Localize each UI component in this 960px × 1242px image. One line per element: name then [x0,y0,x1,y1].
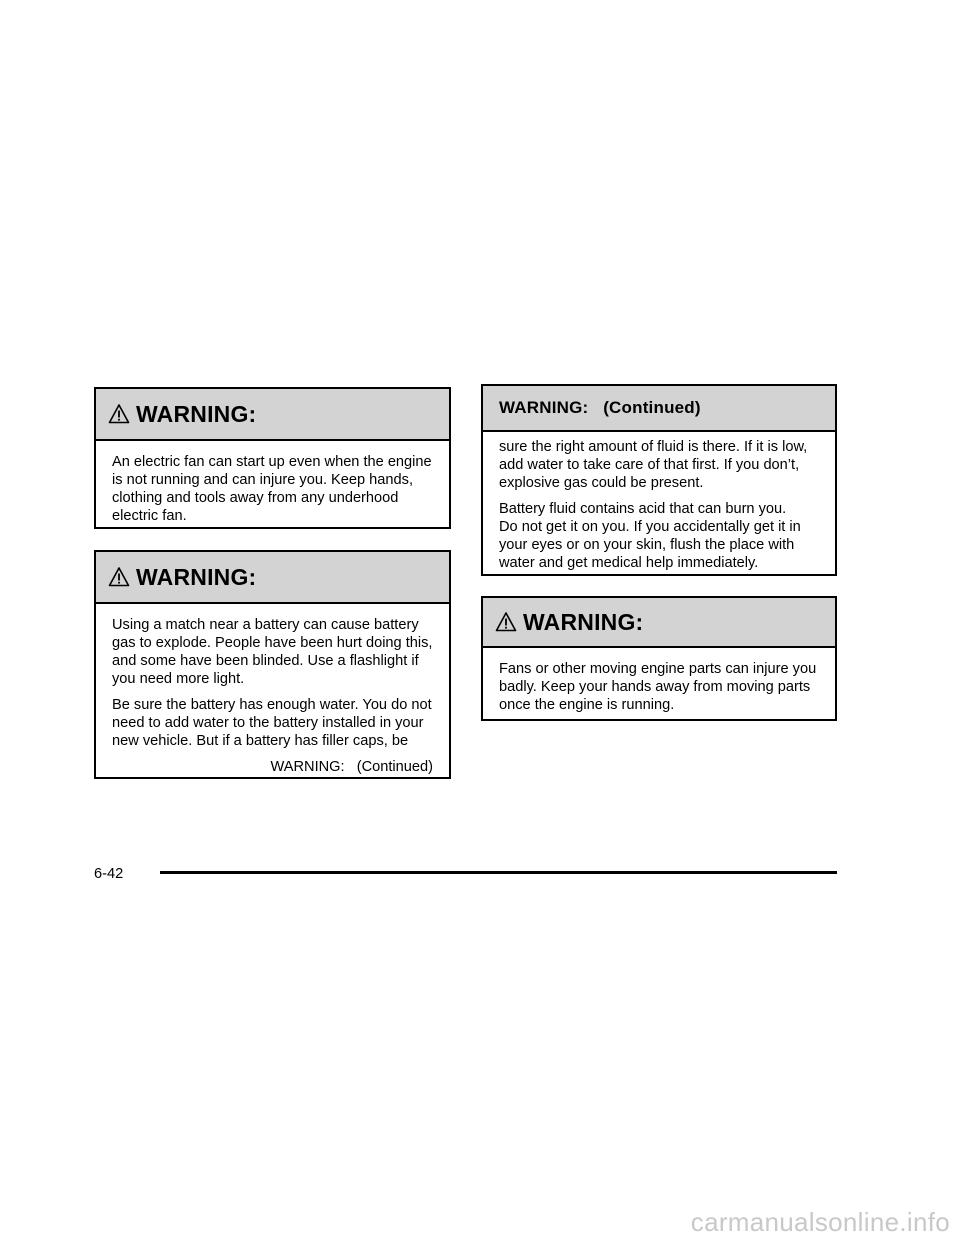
warning-triangle-icon [495,612,517,632]
site-watermark: carmanualsonline.info [690,1207,950,1237]
footer-rule [160,871,837,874]
text-line: your eyes or on your skin, flush the pla… [499,537,795,553]
text-line: is not running and can injure you. Keep … [112,472,414,488]
warning-text: Using a match near a battery can cause b… [96,604,449,786]
text-line: explosive gas could be present. [499,475,704,491]
warning-text: Fans or other moving engine parts can in… [483,648,835,724]
warning-box-moving-parts: WARNING: Fans or other moving engine par… [481,596,837,721]
warning-text: sure the right amount of fluid is there.… [483,432,835,590]
warning-box-electric-fan: WARNING: An electric fan can start up ev… [94,387,451,529]
continued-note: WARNING: (Continued) [270,759,433,775]
paragraph: Be sure the battery has enough water. Yo… [112,696,433,750]
text-line: Battery fluid contains acid that can bur… [499,501,787,517]
text-line: An electric fan can start up even when t… [112,454,432,470]
text-line: add water to take care of that first. If… [499,457,800,473]
warning-header: WARNING: [483,598,835,648]
warning-header: WARNING: (Continued) [483,386,835,432]
page-number: 6-42 [94,866,124,882]
warning-title: WARNING: [136,563,257,590]
paragraph: sure the right amount of fluid is there.… [499,438,819,492]
text-line: Using a match near a battery can cause b… [112,617,419,633]
text-line: need to add water to the battery install… [112,715,424,731]
text-line: once the engine is running. [499,697,675,713]
text-line: Be sure the battery has enough water. Yo… [112,697,432,713]
text-line: you need more light. [112,671,245,687]
warning-title: WARNING: [523,608,644,635]
warning-text: An electric fan can start up even when t… [96,441,449,535]
warning-header: WARNING: [96,552,449,604]
warning-title: WARNING: [136,400,257,427]
text-line: electric fan. [112,508,187,524]
text-line: badly. Keep your hands away from moving … [499,679,811,695]
warning-box-continued: WARNING: (Continued) sure the right amou… [481,384,837,576]
text-line: clothing and tools away from any underho… [112,490,399,506]
text-line: Do not get it on you. If you accidentall… [499,519,801,535]
warning-header: WARNING: [96,389,449,441]
warning-box-battery-match: WARNING: Using a match near a battery ca… [94,550,451,779]
paragraph: Using a match near a battery can cause b… [112,616,433,688]
text-line: water and get medical help immediately. [499,555,759,571]
warning-title: WARNING: (Continued) [499,398,701,417]
text-line: sure the right amount of fluid is there.… [499,439,808,455]
text-line: gas to explode. People have been hurt do… [112,635,433,651]
text-line: Fans or other moving engine parts can in… [499,661,817,677]
warning-triangle-icon [108,567,130,587]
warning-triangle-icon [108,404,130,424]
paragraph: Battery fluid contains acid that can bur… [499,500,819,572]
text-line: and some have been blinded. Use a flashl… [112,653,419,669]
text-line: new vehicle. But if a battery has filler… [112,733,409,749]
